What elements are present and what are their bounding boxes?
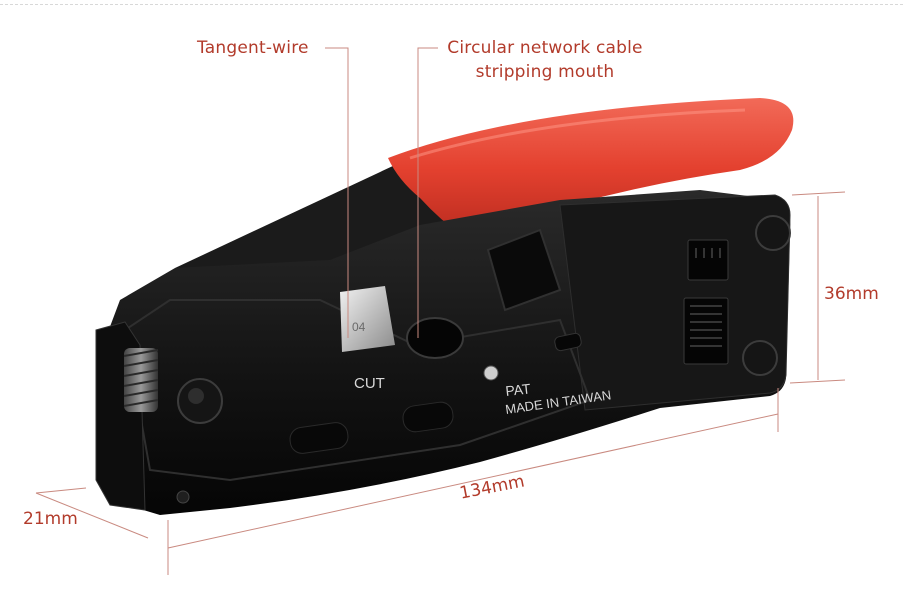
bolt-bottom-right — [742, 340, 778, 376]
dim-height-bottom-ext — [789, 379, 846, 384]
dim-length-line — [167, 413, 779, 549]
recess-left — [289, 422, 349, 454]
cutting-blade — [340, 286, 395, 352]
handle-highlight — [409, 108, 746, 160]
stripping-mouth-label: Circular network cable stripping mouth — [440, 36, 650, 84]
stripping-mouth-label-line2: stripping mouth — [475, 62, 615, 82]
dim-height-top-ext — [791, 191, 846, 196]
front-plate-outline — [123, 299, 592, 482]
blade-mark: 04 — [352, 320, 366, 334]
rj45-port — [683, 297, 729, 365]
dimension-width: 21mm — [23, 509, 78, 529]
stripping-mouth — [406, 317, 464, 359]
cut-marking: CUT — [354, 375, 385, 392]
die-block — [559, 194, 791, 411]
callout-leaders — [325, 47, 438, 338]
crimp-slot — [486, 228, 562, 312]
rj11-port — [687, 239, 729, 281]
dimension-lines — [35, 191, 846, 575]
top-divider — [0, 4, 903, 5]
side-slot — [554, 332, 582, 352]
stripping-mouth-label-line1: Circular network cable — [447, 38, 643, 58]
rj45-pins — [690, 305, 722, 347]
dim-width-line — [35, 492, 149, 539]
dimension-height: 36mm — [824, 284, 879, 304]
rear-pin — [176, 490, 190, 504]
tangent-wire-label: Tangent-wire — [197, 38, 309, 58]
rj11-pins — [695, 248, 721, 258]
pivot-pin — [483, 365, 499, 381]
red-handle — [388, 98, 794, 238]
dim-width-top-ext — [35, 487, 87, 494]
spring-coils — [123, 349, 159, 407]
recess-middle — [402, 401, 454, 433]
leader-tangent-wire — [325, 47, 349, 338]
leader-stripping-mouth — [417, 47, 438, 338]
bolt-top-right — [755, 215, 791, 251]
pat-marking: PAT — [505, 380, 532, 399]
